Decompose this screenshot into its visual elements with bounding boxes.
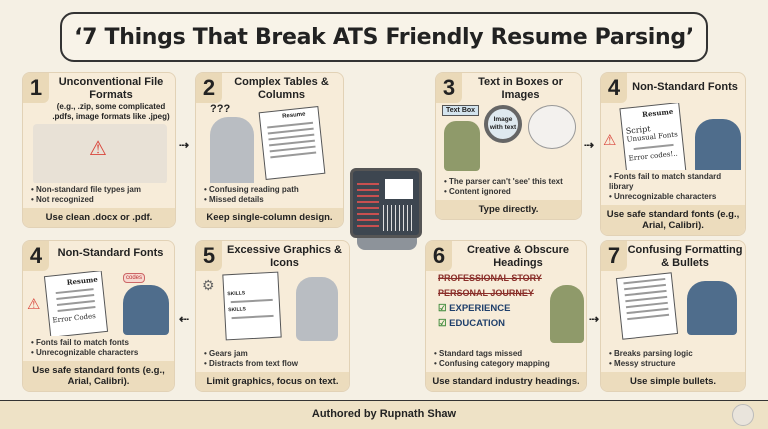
bullet: Distracts from text flow xyxy=(204,359,343,369)
illustration-area: ⚠ Resume Script Unusual Fonts Error code… xyxy=(601,103,745,170)
card-number: 3 xyxy=(436,73,462,103)
bullet: Unrecognizable characters xyxy=(31,348,168,358)
card-heading: Confusing Formatting & Bullets xyxy=(627,244,743,269)
bullet: Fonts fail to match fonts xyxy=(31,338,168,348)
bad-heading: PROFESSIONAL STORY xyxy=(438,273,542,283)
card-heading: Non-Standard Fonts xyxy=(632,81,738,93)
code-lines xyxy=(357,179,379,231)
warning-icon: ⚠ xyxy=(603,132,617,149)
bullet: Gears jam xyxy=(204,349,343,359)
illustration-area: ??? Resume xyxy=(196,103,343,183)
card-heading: Non-Standard Fonts xyxy=(57,247,164,259)
card-tip: Use standard industry headings. xyxy=(426,372,586,391)
good-heading: ☑ EDUCATION xyxy=(438,318,505,329)
arrow-icon: ⇠ xyxy=(179,312,190,326)
check-icon: ☑ xyxy=(438,318,447,329)
card-number: 7 xyxy=(601,241,627,271)
card-fonts-bottom: 4 Non-Standard Fonts ⚠ Resume Error Code… xyxy=(22,240,175,392)
card-tip: Limit graphics, focus on text. xyxy=(196,372,349,391)
messy-document-icon xyxy=(615,272,679,340)
stressed-person-illustration xyxy=(695,119,741,170)
author-avatar xyxy=(732,404,754,426)
bullet: Unrecognizable characters xyxy=(609,192,739,202)
bullet: Breaks parsing logic xyxy=(609,349,739,359)
arrow-icon: ⇢ xyxy=(584,138,595,152)
bullet: Not recognized xyxy=(31,195,169,205)
person-illustration xyxy=(444,121,480,171)
card-tip: Keep single-column design. xyxy=(196,208,343,227)
page-title: ‘7 Things That Break ATS Friendly Resume… xyxy=(60,12,708,62)
thought-cloud-icon xyxy=(528,105,576,149)
laptop-illustration xyxy=(350,168,422,238)
robot-arms-illustration xyxy=(33,124,167,183)
card-tip: Use safe standard fonts (e.g., Arial, Ca… xyxy=(601,205,745,235)
card-tip: Use simple bullets. xyxy=(601,372,745,391)
author-credit: Authored by Rupnath Shaw xyxy=(311,408,457,420)
card-heading: Complex Tables & Columns xyxy=(234,76,329,101)
codes-label: codes xyxy=(123,273,146,283)
card-number: 2 xyxy=(196,73,222,103)
card-heading: Unconventional File Formats xyxy=(58,76,164,101)
warning-icon: ⚠ xyxy=(27,296,41,313)
confused-robot-icon xyxy=(210,117,254,183)
card-tip: Use clean .docx or .pdf. xyxy=(23,208,175,227)
resume-document-icon: Resume Error Codes xyxy=(43,271,109,336)
bad-heading: PERSONAL JOURNEY xyxy=(438,288,534,298)
bullet: Content ignored xyxy=(444,187,575,197)
document-icon xyxy=(385,179,413,199)
bullet: Confusing reading path xyxy=(204,185,337,195)
card-tip: Use safe standard fonts (e.g., Arial, Ca… xyxy=(23,361,174,391)
arrow-icon: ⇢ xyxy=(179,138,190,152)
question-marks: ??? xyxy=(210,103,231,115)
bullet: Standard tags missed xyxy=(434,349,580,359)
card-tip: Type directly. xyxy=(436,200,581,219)
card-headings: 6 Creative & Obscure Headings PROFESSION… xyxy=(425,240,587,392)
text-box-label: Text Box xyxy=(442,105,480,116)
card-number: 6 xyxy=(426,241,452,271)
robot-illustration xyxy=(296,277,338,341)
bullet: Missed details xyxy=(204,195,337,205)
resume-document-icon: Resume xyxy=(258,106,326,180)
card-heading: Excessive Graphics & Icons xyxy=(227,244,342,269)
card-formatting-bullets: 7 Confusing Formatting & Bullets Breaks … xyxy=(600,240,746,392)
card-heading: Text in Boxes or Images xyxy=(478,76,563,101)
card-text-boxes: 3 Text in Boxes or Images Text Box Image… xyxy=(435,72,582,220)
card-heading: Creative & Obscure Headings xyxy=(466,244,570,269)
bullet: Messy structure xyxy=(609,359,739,369)
stressed-person-illustration xyxy=(123,285,169,335)
bullet: Fonts fail to match standard library xyxy=(609,172,739,192)
card-number: 4 xyxy=(23,241,49,271)
bullet: The parser can't 'see' this text xyxy=(444,177,575,187)
magnifier-icon: Image with text xyxy=(484,105,522,143)
check-icon: ☑ xyxy=(438,303,447,314)
card-fonts-top: 4 Non-Standard Fonts ⚠ Resume Script Unu… xyxy=(600,72,746,236)
card-number: 5 xyxy=(196,241,222,271)
card-file-formats: 1 Unconventional File Formats(e.g., .zip… xyxy=(22,72,176,228)
bullet: Confusing category mapping xyxy=(434,359,580,369)
card-number: 1 xyxy=(23,73,49,103)
shredder-icon xyxy=(383,205,415,231)
resume-document-icon: Resume Script Unusual Fonts Error codes!… xyxy=(619,103,687,170)
illustration-area: PROFESSIONAL STORY PERSONAL JOURNEY ☑ EX… xyxy=(426,271,586,347)
good-heading: ☑ EXPERIENCE xyxy=(438,303,511,314)
stressed-person-illustration xyxy=(687,281,737,335)
arrow-icon: ⇢ xyxy=(589,312,600,326)
gear-icon: ⚙ xyxy=(202,277,215,293)
illustration-area: Text Box Image with text xyxy=(436,103,581,175)
person-reading-illustration xyxy=(550,285,584,343)
card-tables-columns: 2 Complex Tables & Columns ??? Resume Co… xyxy=(195,72,344,228)
warning-icon: ⚠ xyxy=(89,138,107,160)
card-number: 4 xyxy=(601,73,627,103)
card-subheading: (e.g., .zip, some complicated .pdfs, ima… xyxy=(52,102,170,121)
illustration-area: ⚠ Resume Error Codes codes xyxy=(23,271,174,336)
illustration-area: ⚠ xyxy=(23,122,175,183)
illustration-area xyxy=(601,271,745,347)
footer-bar: Authored by Rupnath Shaw xyxy=(0,400,768,429)
bullet: Non-standard file types jam xyxy=(31,185,169,195)
laptop-keyboard xyxy=(357,238,417,250)
